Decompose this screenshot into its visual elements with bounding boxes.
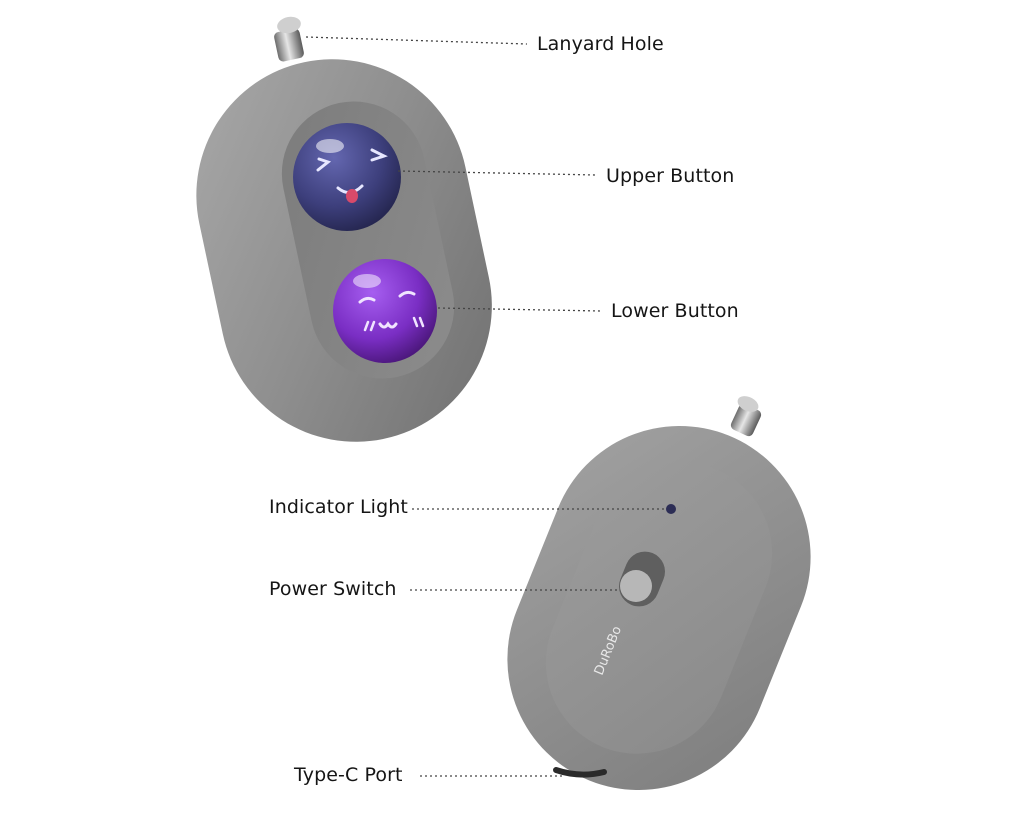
lower-button-graphic	[333, 259, 437, 363]
back-device: DuRoBo	[507, 396, 811, 790]
lanyard-post	[274, 16, 304, 62]
label-type-c-port: Type-C Port	[294, 764, 403, 786]
leader-lines	[305, 36, 664, 777]
type-c-port-graphic	[553, 767, 607, 778]
label-power-switch: Power Switch	[269, 578, 397, 600]
leader-lanyard-hole	[305, 36, 528, 45]
label-indicator-light: Indicator Light	[269, 496, 408, 518]
label-lower-button: Lower Button	[611, 300, 739, 322]
power-switch-graphic	[619, 551, 665, 607]
front-device	[196, 16, 492, 442]
indicator-light-dot	[666, 504, 676, 514]
label-upper-button: Upper Button	[606, 165, 735, 187]
back-panel	[545, 462, 773, 754]
leader-upper-button	[397, 170, 597, 176]
back-lanyard-post	[730, 396, 762, 437]
label-lanyard-hole: Lanyard Hole	[537, 33, 664, 55]
upper-button-graphic	[293, 123, 401, 231]
leader-lower-button	[437, 307, 602, 312]
